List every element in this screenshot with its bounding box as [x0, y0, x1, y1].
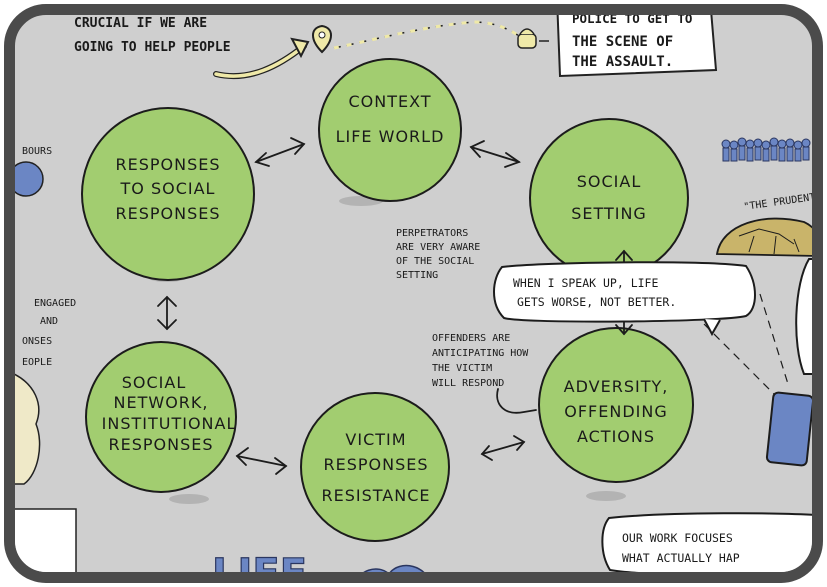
adversity-line-1: ADVERSITY,: [564, 377, 669, 396]
adversity-line-2: OFFENDING: [564, 402, 667, 421]
top-left-line-1: CRUCIAL IF WE ARE: [74, 16, 207, 31]
callout-line-2: THE SCENE OF: [572, 34, 673, 50]
speak-up-line-1: WHEN I SPEAK UP, LIFE: [513, 276, 658, 290]
responses-line-2: TO SOCIAL: [120, 179, 216, 198]
circle-social-network: SOCIAL NETWORK, INSTITUTIONAL RESPONSES: [85, 341, 237, 493]
responses-line-1: RESPONSES: [115, 155, 220, 174]
top-left-note: CRUCIAL IF WE ARE GOING TO HELP PEOPLE: [74, 16, 231, 55]
left-cut-line-3: ONSES: [22, 336, 52, 347]
social-setting-line-2: SETTING: [571, 204, 647, 223]
left-cut-line-2: AND: [40, 316, 58, 327]
our-work-line-1: OUR WORK FOCUSES: [622, 531, 733, 545]
left-cut-text-1: BOURS: [22, 146, 52, 157]
offenders-line-4: WILL RESPOND: [432, 378, 504, 389]
right-cut-2: E: [821, 301, 823, 312]
police-light-icon: [517, 28, 549, 49]
crowd-icon: [721, 137, 811, 162]
perpetrators-line-1: PERPETRATORS: [396, 228, 468, 239]
circle-victim: VICTIM RESPONSES RESISTANCE: [300, 392, 450, 542]
left-cut-line-1: ENGAGED: [34, 298, 76, 309]
cloud-icon: [363, 564, 425, 572]
double-arrow-icons: [157, 137, 633, 475]
right-cut-3: T: [821, 318, 823, 329]
dashed-lines-to-phone: [703, 293, 789, 397]
offenders-line-2: ANTICIPATING HOW: [432, 348, 529, 359]
context-line-2: LIFE WORLD: [336, 127, 445, 146]
social-network-line-3: INSTITUTIONAL: [102, 414, 237, 433]
circle-responses: RESPONSES TO SOCIAL RESPONSES: [81, 107, 255, 281]
left-cut-line-4: EOPLE: [22, 357, 52, 368]
dashed-path: [333, 20, 520, 50]
speak-up-bubble: WHEN I SPEAK UP, LIFE GETS WORSE, NOT BE…: [493, 261, 756, 337]
social-network-line-1: SOCIAL: [122, 373, 187, 392]
our-work-bubble: OUR WORK FOCUSES WHAT ACTUALLY HAP: [601, 512, 812, 572]
speak-up-line-2: GETS WORSE, NOT BETTER.: [517, 295, 676, 309]
left-cut-note: ENGAGED AND ONSES EOPLE: [22, 298, 76, 368]
turtle-icon: "THE PRUDENT THING": [715, 186, 823, 257]
blue-dot-icon: [15, 161, 44, 197]
offenders-line-1: OFFENDERS ARE: [432, 333, 510, 344]
right-cut-4: H: [821, 335, 823, 346]
life-heading: LIFE: [212, 551, 307, 583]
victim-line-1: VICTIM: [345, 430, 406, 449]
adversity-line-3: ACTIONS: [577, 427, 655, 446]
context-line-1: CONTEXT: [348, 92, 431, 111]
top-left-line-2: GOING TO HELP PEOPLE: [74, 40, 231, 55]
offenders-note: OFFENDERS ARE ANTICIPATING HOW THE VICTI…: [432, 333, 529, 389]
curved-arrow-icon: [213, 37, 310, 80]
victim-line-3: RESISTANCE: [322, 486, 431, 505]
social-setting-line-1: SOCIAL: [577, 172, 642, 191]
right-cut-5: F: [821, 352, 823, 363]
location-pin-icon: [312, 24, 332, 54]
right-cut-1: I: [816, 286, 822, 297]
perpetrators-line-4: SETTING: [396, 270, 438, 281]
perpetrators-line-3: OF THE SOCIAL: [396, 256, 474, 267]
police-callout: POLICE TO GET TO THE SCENE OF THE ASSAUL…: [556, 11, 718, 78]
left-figure-icon: [15, 373, 77, 572]
prudent-thing-label: "THE PRUDENT THING": [743, 186, 823, 213]
sketch-board: CRUCIAL IF WE ARE GOING TO HELP PEOPLE P…: [15, 11, 823, 583]
right-cut-bubble: I E T H F: [795, 258, 823, 375]
perpetrators-note: PERPETRATORS ARE VERY AWARE OF THE SOCIA…: [396, 228, 480, 281]
social-network-line-2: NETWORK,: [114, 393, 209, 412]
social-network-line-4: RESPONSES: [108, 435, 213, 454]
responses-line-3: RESPONSES: [115, 204, 220, 223]
circle-social-setting: SOCIAL SETTING: [529, 118, 689, 278]
callout-line-3: THE ASSAULT.: [572, 54, 673, 70]
victim-line-2: RESPONSES: [323, 455, 428, 474]
perpetrators-line-2: ARE VERY AWARE: [396, 242, 480, 253]
whiteboard-frame: CRUCIAL IF WE ARE GOING TO HELP PEOPLE P…: [4, 4, 823, 583]
offenders-line-3: THE VICTIM: [432, 363, 492, 374]
circle-context: CONTEXT LIFE WORLD: [318, 58, 462, 202]
our-work-line-2: WHAT ACTUALLY HAP: [622, 551, 740, 565]
circle-adversity: ADVERSITY, OFFENDING ACTIONS: [538, 327, 694, 483]
callout-line-1: POLICE TO GET TO: [572, 11, 692, 26]
phone-icon: [765, 391, 812, 467]
